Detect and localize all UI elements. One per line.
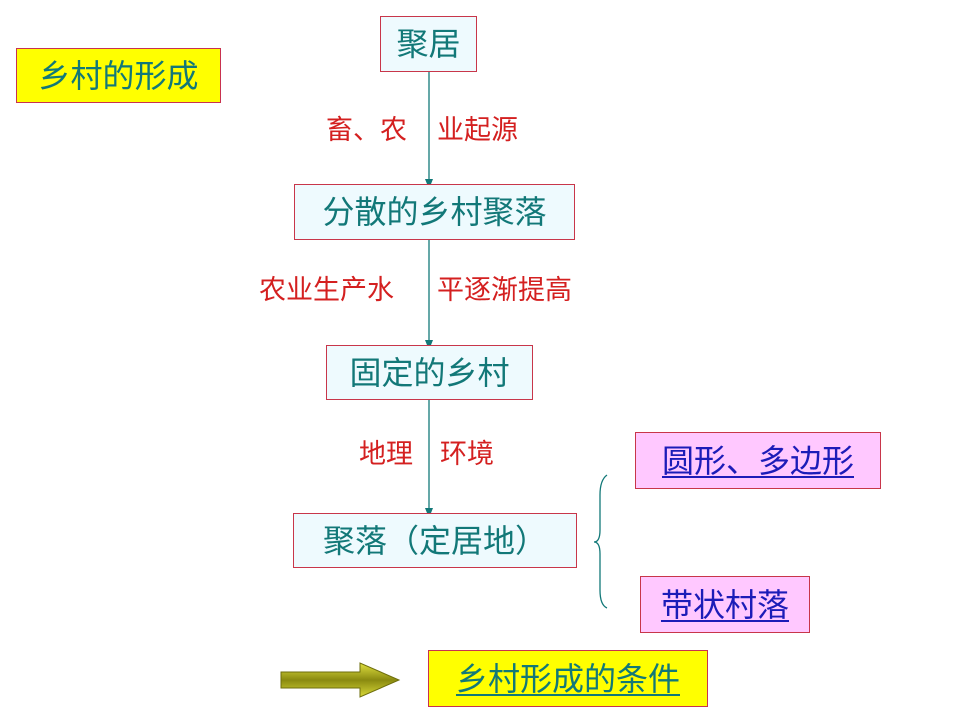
edge-label-1-right: 业起源 xyxy=(437,115,518,146)
edge-label-3-left: 地理 xyxy=(359,439,413,470)
node-fixed-village: 固定的乡村 xyxy=(326,345,533,400)
big-right-arrow-icon[interactable] xyxy=(280,662,401,698)
link-polygon-shape[interactable]: 圆形、多边形 xyxy=(635,432,881,489)
link-village-formation-conditions[interactable]: 乡村形成的条件 xyxy=(428,650,708,707)
edge-label-2-right: 平逐渐提高 xyxy=(437,275,572,306)
link-strip-village[interactable]: 带状村落 xyxy=(640,576,810,633)
node-scattered-villages: 分散的乡村聚落 xyxy=(294,184,575,240)
edge-label-3-right: 环境 xyxy=(440,439,494,470)
slide-title: 乡村的形成 xyxy=(16,48,221,103)
node-settlement: 聚落（定居地） xyxy=(293,513,577,568)
edge-label-2-left: 农业生产水 xyxy=(259,275,394,306)
curly-brace xyxy=(593,474,608,609)
edge-label-1-left: 畜、农 xyxy=(326,115,407,146)
node-gathering: 聚居 xyxy=(380,16,477,72)
